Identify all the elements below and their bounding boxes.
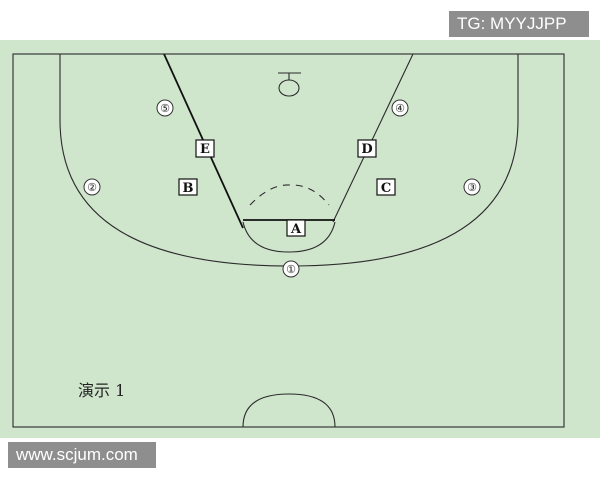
watermark-top: TG: MYYJJPP bbox=[449, 11, 589, 37]
svg-text:D: D bbox=[361, 142, 372, 157]
player-e: E bbox=[195, 139, 215, 158]
defender-2: ② bbox=[83, 178, 101, 196]
player-b: B bbox=[178, 178, 198, 196]
svg-text:C: C bbox=[381, 181, 391, 196]
defender-1: ① bbox=[282, 260, 300, 278]
player-a: A bbox=[286, 219, 306, 237]
svg-text:①: ① bbox=[286, 263, 296, 276]
defender-4: ④ bbox=[391, 99, 409, 117]
svg-text:B: B bbox=[183, 181, 194, 196]
svg-text:④: ④ bbox=[395, 102, 405, 115]
player-c: C bbox=[376, 178, 396, 196]
watermark-bottom: www.scjum.com bbox=[8, 442, 156, 468]
player-d: D bbox=[357, 139, 377, 158]
svg-text:③: ③ bbox=[467, 181, 477, 194]
diagram-caption: 演示 1 bbox=[78, 381, 125, 400]
free-throw-circle-solid bbox=[242, 221, 336, 253]
court-background bbox=[0, 40, 600, 438]
court-boundary bbox=[12, 53, 565, 428]
svg-text:A: A bbox=[290, 222, 302, 237]
defender-5: ⑤ bbox=[156, 99, 174, 117]
basket-rim bbox=[278, 79, 300, 97]
svg-text:E: E bbox=[200, 142, 210, 157]
defender-3: ③ bbox=[463, 178, 481, 196]
svg-text:②: ② bbox=[87, 181, 97, 194]
center-circle bbox=[242, 393, 336, 428]
lane-line-right bbox=[332, 53, 414, 223]
free-throw-circle-dashed bbox=[249, 184, 330, 206]
svg-text:⑤: ⑤ bbox=[160, 102, 170, 115]
